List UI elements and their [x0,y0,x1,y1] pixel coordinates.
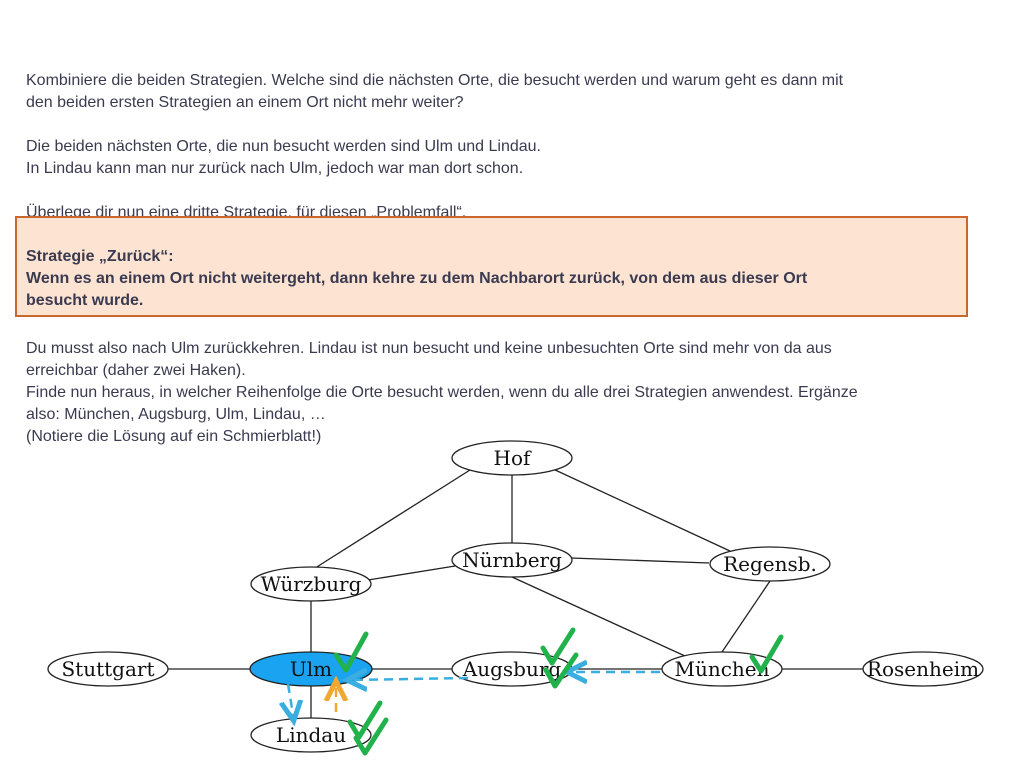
edge-hof-regensburg [552,468,731,552]
strategy-line-2: besucht wurde. [26,292,144,309]
explanation-line-1: Du musst also nach Ulm zurückkehren. Lin… [26,340,832,357]
intro-line-2: den beiden ersten Strategien an einem Or… [26,94,464,111]
strategy-box [15,216,968,317]
arrow-ulm-to-lindau [288,683,293,716]
strategy-line-1: Wenn es an einem Ort nicht weitergeht, d… [26,270,808,287]
node-label-hof: Hof [494,446,532,470]
node-lindau: Lindau [250,717,372,753]
explanation-line-2: erreichbar (daher zwei Haken). [26,362,246,379]
node-label-lindau: Lindau [276,723,346,747]
check-icon-lindau-1 [347,700,383,740]
node-label-rosenheim: Rosenheim [867,657,979,681]
edge-nuernberg-muenchen [511,576,686,657]
strategy-title: Strategie „Zurück“: [26,248,174,265]
check-icon-muenchen [749,634,784,674]
node-rosenheim: Rosenheim [862,651,984,687]
node-hof: Hof [451,440,573,476]
edge-regensburg-muenchen [721,580,771,653]
edge-nuernberg-wuerzburg [367,565,456,581]
explanation-line-5: (Notiere die Lösung auf ein Schmierblatt… [26,428,322,445]
visited-checkmarks [333,627,784,756]
check-icon-augsburg-1 [540,627,576,666]
node-label-regensburg: Regensb. [723,552,817,576]
answer-text: Die beiden nächsten Orte, die nun besuch… [26,136,1001,180]
arrow-augsburg-to-ulm [352,678,469,680]
edge-hof-wuerzburg [311,469,471,571]
intro-text: Kombiniere die beiden Strategien. Welche… [26,70,1001,114]
node-stuttgart: Stuttgart [47,651,169,687]
explanation-text: Du musst also nach Ulm zurückkehren. Lin… [26,338,1001,448]
node-label-ulm: Ulm [290,657,332,681]
node-wuerzburg: Würzburg [250,566,372,602]
node-label-wuerzburg: Würzburg [261,572,362,596]
node-nuernberg: Nürnberg [451,542,573,578]
graph-edges [168,468,863,718]
intro-line-1: Kombiniere die beiden Strategien. Welche… [26,72,844,89]
answer-line-1: Die beiden nächsten Orte, die nun besuch… [26,138,541,155]
explanation-line-3: Finde nun heraus, in welcher Reihenfolge… [26,384,858,401]
answer-line-2: In Lindau kann man nur zurück nach Ulm, … [26,160,524,177]
check-icon-lindau-2 [353,717,389,756]
explanation-line-4: also: München, Augsburg, Ulm, Lindau, … [26,406,326,423]
check-icon-ulm [333,631,369,673]
node-label-stuttgart: Stuttgart [61,657,154,681]
traversal-arrows [288,672,660,716]
strategy-text: Strategie „Zurück“: Wenn es an einem Ort… [26,246,1001,312]
node-regensburg: Regensb. [709,546,831,582]
node-label-nuernberg: Nürnberg [462,548,562,572]
check-icon-augsburg-2 [543,652,579,689]
edge-nuernberg-regensburg [570,557,710,564]
